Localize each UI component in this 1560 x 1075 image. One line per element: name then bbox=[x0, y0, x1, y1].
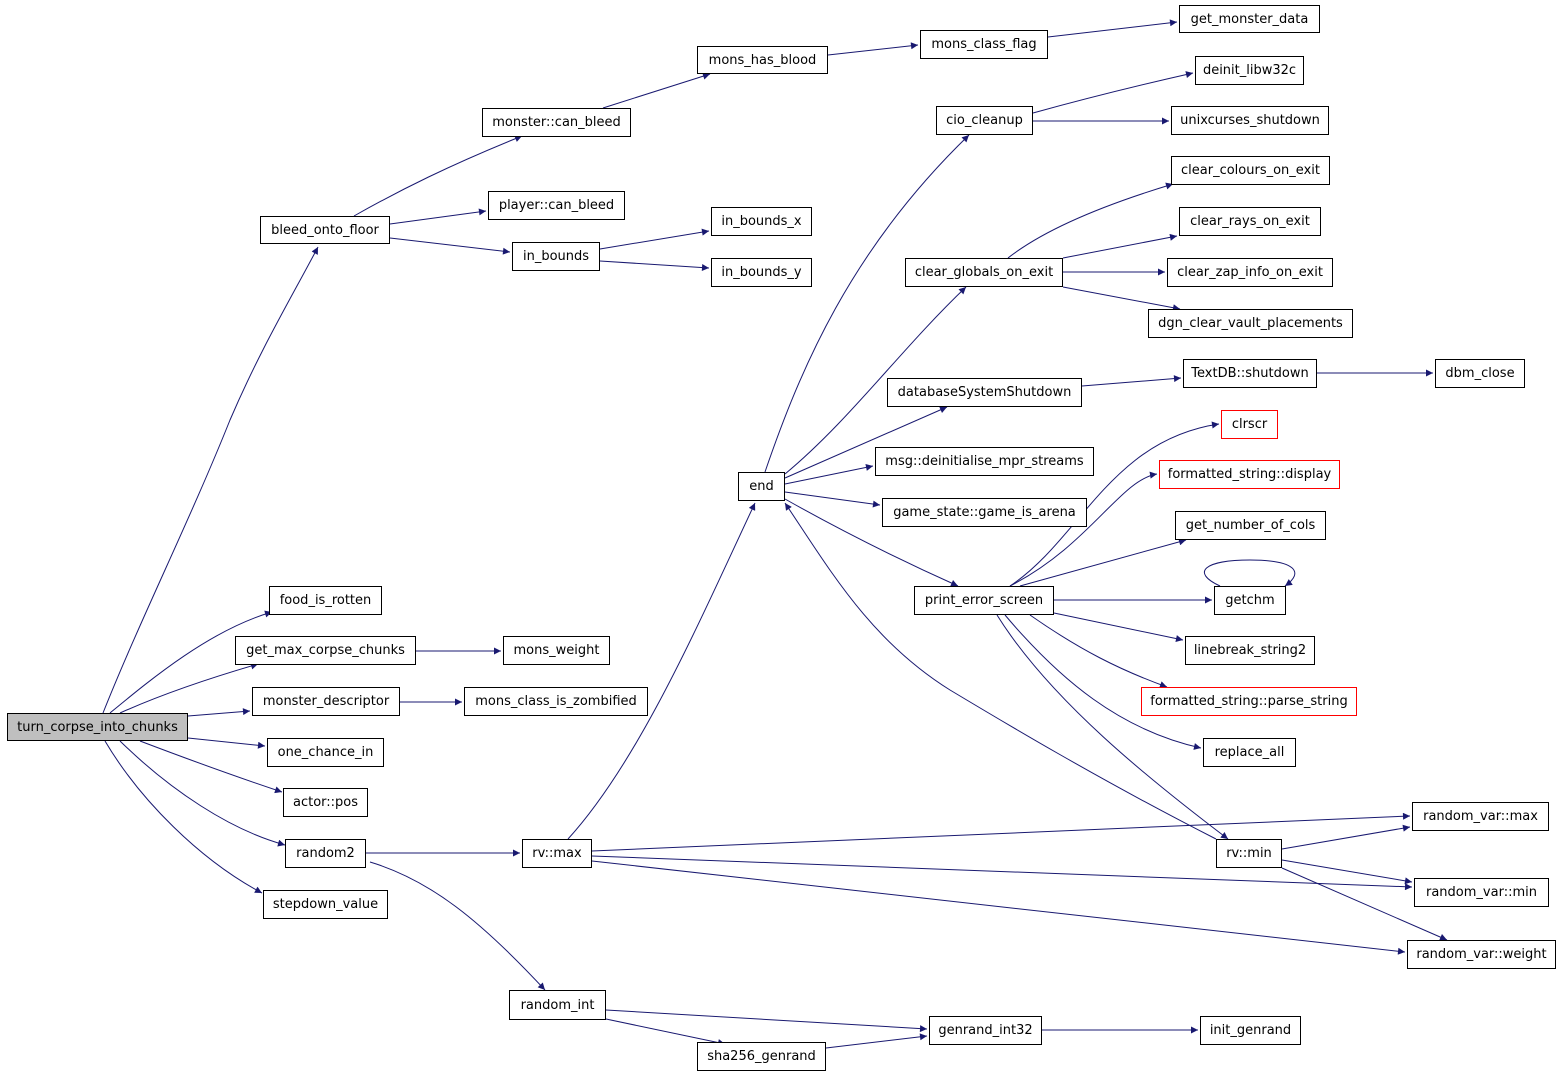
node-unixcurses-shutdown[interactable]: unixcurses_shutdown bbox=[1171, 106, 1329, 135]
node-random-int[interactable]: random_int bbox=[509, 990, 606, 1020]
node-rv-max[interactable]: rv::max bbox=[522, 839, 592, 868]
node-sha256-genrand[interactable]: sha256_genrand bbox=[697, 1042, 826, 1071]
edge-from-end bbox=[784, 463, 874, 485]
edge-from-print-error-screen bbox=[1004, 614, 1202, 750]
node-clrscr[interactable]: clrscr bbox=[1221, 410, 1278, 439]
edge-from-turn-corpse-into-chunks bbox=[187, 737, 266, 749]
edge-from-random2 bbox=[369, 861, 546, 991]
node-formatted-string-parse-string[interactable]: formatted_string::parse_string bbox=[1141, 687, 1357, 716]
node-getchm[interactable]: getchm bbox=[1214, 586, 1286, 615]
edge-from-print-error-screen bbox=[1053, 612, 1184, 642]
edge-from-rv-max bbox=[591, 812, 1411, 852]
edge-from-cio-cleanup bbox=[1032, 71, 1194, 114]
edge-from-rv-min bbox=[1281, 867, 1448, 941]
edge-from-in-bounds bbox=[599, 228, 710, 250]
node-get-max-corpse-chunks[interactable]: get_max_corpse_chunks bbox=[235, 636, 416, 665]
edge-from-bleed-onto-floor bbox=[353, 135, 523, 217]
edge-from-print-error-screen bbox=[1019, 538, 1187, 587]
node-player-can-bleed[interactable]: player::can_bleed bbox=[488, 191, 625, 220]
node-clear-zap-info-on-exit[interactable]: clear_zap_info_on_exit bbox=[1167, 258, 1333, 287]
edge-from-rv-max bbox=[591, 855, 1413, 891]
edge-from-clear-globals-on-exit bbox=[1007, 182, 1174, 259]
node-clear-rays-on-exit[interactable]: clear_rays_on_exit bbox=[1179, 207, 1321, 236]
node-game-state-game-is-arena[interactable]: game_state::game_is_arena bbox=[882, 498, 1087, 527]
edge-from-turn-corpse-into-chunks bbox=[119, 662, 259, 714]
edge-from-print-error-screen bbox=[996, 614, 1229, 840]
node-bleed-onto-floor[interactable]: bleed_onto_floor bbox=[260, 216, 390, 244]
node-in-bounds[interactable]: in_bounds bbox=[512, 242, 600, 271]
node-get-monster-data[interactable]: get_monster_data bbox=[1179, 5, 1320, 33]
edge-from-in-bounds bbox=[599, 260, 710, 272]
node-msg-deinitialise-mpr-streams[interactable]: msg::deinitialise_mpr_streams bbox=[875, 447, 1094, 476]
edge-from-bleed-onto-floor bbox=[389, 237, 511, 255]
node-in-bounds-x[interactable]: in_bounds_x bbox=[711, 207, 812, 236]
edge-from-clear-globals-on-exit bbox=[1062, 233, 1178, 259]
edge-from-print-error-screen bbox=[1009, 421, 1220, 587]
node-food-is-rotten[interactable]: food_is_rotten bbox=[269, 586, 382, 615]
edge-from-rv-min bbox=[784, 502, 1217, 840]
node-mons-weight[interactable]: mons_weight bbox=[503, 636, 610, 665]
edge-from-end bbox=[764, 134, 970, 473]
edge-from-turn-corpse-into-chunks bbox=[102, 246, 319, 714]
node-random-var-weight[interactable]: random_var::weight bbox=[1407, 940, 1556, 969]
edge-from-turn-corpse-into-chunks bbox=[119, 740, 286, 847]
node-deinit-libw32c[interactable]: deinit_libw32c bbox=[1195, 56, 1304, 85]
edge-from-rv-max bbox=[567, 502, 756, 840]
node-one-chance-in[interactable]: one_chance_in bbox=[267, 738, 384, 767]
node-database-system-shutdown[interactable]: databaseSystemShutdown bbox=[887, 378, 1082, 407]
edge-from-turn-corpse-into-chunks bbox=[109, 610, 273, 714]
node-dbm-close[interactable]: dbm_close bbox=[1435, 359, 1525, 388]
edge-from-rv-min bbox=[1281, 824, 1411, 850]
edge-from-print-error-screen bbox=[1009, 471, 1158, 587]
node-end[interactable]: end bbox=[738, 472, 785, 501]
node-clear-globals-on-exit[interactable]: clear_globals_on_exit bbox=[905, 258, 1063, 287]
node-monster-descriptor[interactable]: monster_descriptor bbox=[252, 687, 400, 716]
node-monster-can-bleed[interactable]: monster::can_bleed bbox=[482, 108, 631, 137]
edge-from-turn-corpse-into-chunks bbox=[139, 740, 283, 794]
edge-from-random-int bbox=[605, 1009, 928, 1033]
edge-from-database-system-shutdown bbox=[1081, 375, 1182, 387]
node-dgn-clear-vault-placements[interactable]: dgn_clear_vault_placements bbox=[1148, 309, 1353, 338]
node-actor-pos[interactable]: actor::pos bbox=[283, 788, 368, 817]
node-init-genrand[interactable]: init_genrand bbox=[1200, 1016, 1301, 1045]
node-mons-has-blood[interactable]: mons_has_blood bbox=[697, 46, 828, 74]
edge-from-end bbox=[784, 491, 881, 508]
node-stepdown-value[interactable]: stepdown_value bbox=[263, 890, 388, 919]
edge-from-mons-has-blood bbox=[827, 42, 919, 56]
edge-from-end bbox=[784, 498, 959, 587]
node-mons-class-flag[interactable]: mons_class_flag bbox=[920, 30, 1048, 59]
node-replace-all[interactable]: replace_all bbox=[1203, 738, 1296, 767]
node-genrand-int32[interactable]: genrand_int32 bbox=[929, 1016, 1042, 1045]
edge-from-rv-max bbox=[591, 860, 1406, 955]
edge-from-sha256-genrand bbox=[825, 1033, 928, 1049]
edge-from-clear-globals-on-exit bbox=[1062, 286, 1181, 312]
node-formatted-string-display[interactable]: formatted_string::display bbox=[1159, 460, 1340, 489]
node-mons-class-is-zombified[interactable]: mons_class_is_zombified bbox=[464, 687, 648, 716]
edge-from-mons-class-flag bbox=[1047, 19, 1178, 38]
node-random-var-min[interactable]: random_var::min bbox=[1414, 878, 1549, 907]
edge-from-random-int bbox=[605, 1018, 726, 1046]
node-textdb-shutdown[interactable]: TextDB::shutdown bbox=[1183, 359, 1317, 388]
node-linebreak-string2[interactable]: linebreak_string2 bbox=[1185, 636, 1315, 665]
node-in-bounds-y[interactable]: in_bounds_y bbox=[711, 258, 812, 287]
edge-from-turn-corpse-into-chunks bbox=[104, 740, 263, 894]
edge-from-end bbox=[784, 406, 948, 479]
node-random2[interactable]: random2 bbox=[285, 839, 366, 868]
edge-from-bleed-onto-floor bbox=[389, 208, 487, 225]
edge-from-rv-min bbox=[1281, 859, 1413, 885]
edge-from-monster-can-bleed bbox=[602, 72, 711, 109]
node-clear-colours-on-exit[interactable]: clear_colours_on_exit bbox=[1171, 156, 1330, 185]
node-turn-corpse-into-chunks: turn_corpse_into_chunks bbox=[7, 713, 188, 741]
node-get-number-of-cols[interactable]: get_number_of_cols bbox=[1175, 511, 1326, 540]
edge-from-print-error-screen bbox=[1029, 614, 1168, 688]
node-random-var-max[interactable]: random_var::max bbox=[1412, 802, 1549, 831]
edge-from-end bbox=[784, 286, 967, 475]
edge-from-getchm bbox=[1204, 559, 1296, 587]
node-cio-cleanup[interactable]: cio_cleanup bbox=[936, 106, 1033, 135]
node-rv-min[interactable]: rv::min bbox=[1216, 839, 1282, 868]
edge-from-turn-corpse-into-chunks bbox=[187, 708, 251, 717]
node-print-error-screen[interactable]: print_error_screen bbox=[914, 586, 1054, 615]
